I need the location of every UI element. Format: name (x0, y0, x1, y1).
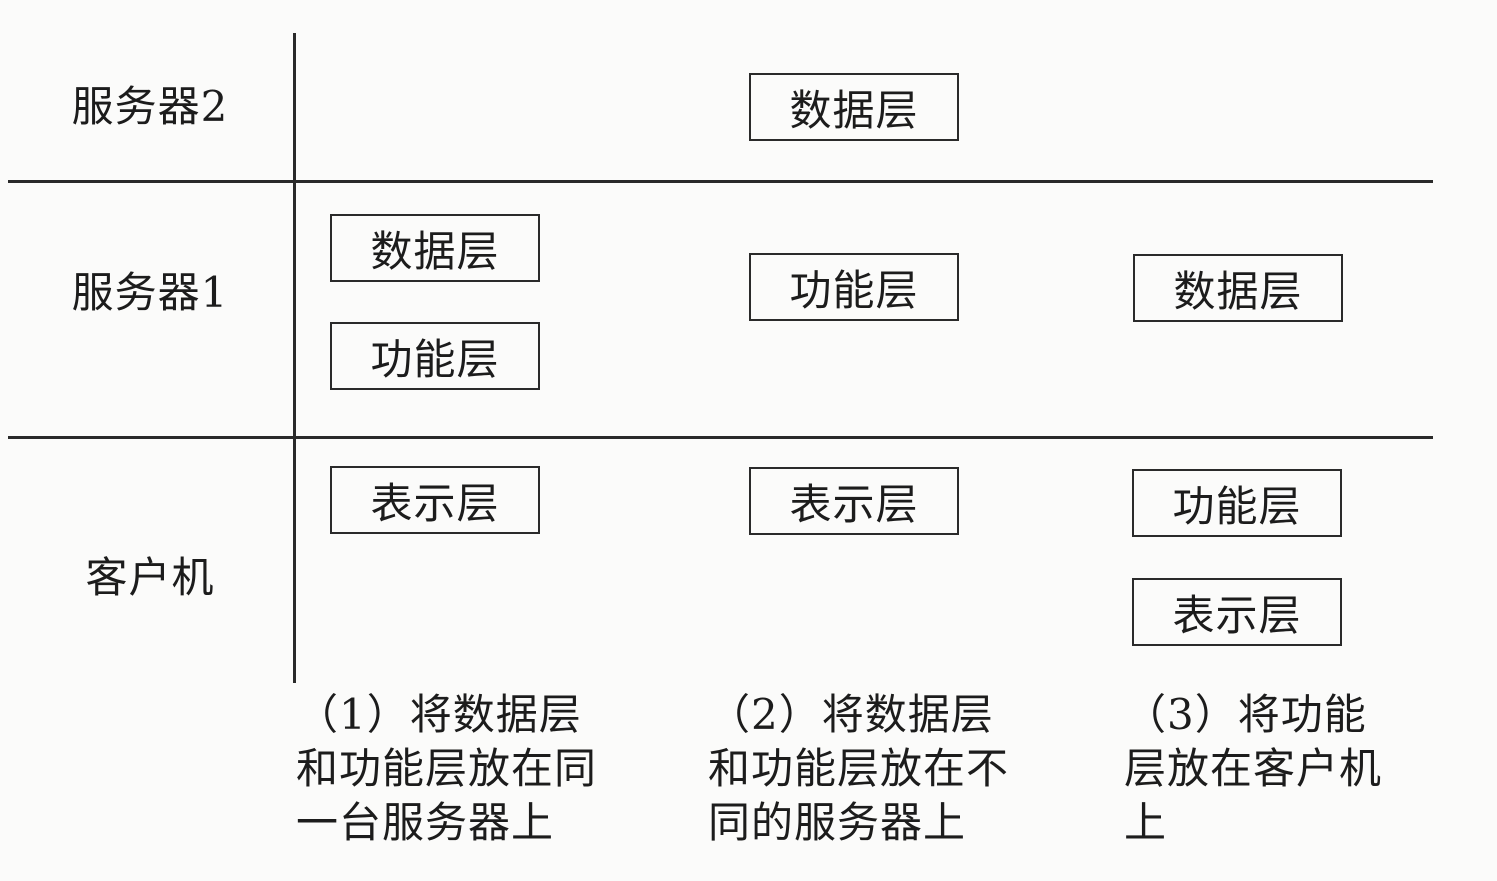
col1-server1-data-layer: 数据层 (330, 214, 540, 282)
divider-server1-client (8, 436, 1433, 439)
col2-server2-data-layer: 数据层 (749, 73, 959, 141)
caption-col1: （1）将数据层 和功能层放在同 一台服务器上 (296, 688, 597, 850)
col2-server1-function-layer: 功能层 (749, 253, 959, 321)
caption-col3-line1: （3）将功能 (1124, 690, 1367, 739)
col3-client-presentation-layer: 表示层 (1132, 578, 1342, 646)
row-label-client: 客户机 (85, 553, 215, 602)
col3-client-function-layer: 功能层 (1132, 469, 1342, 537)
caption-col3-line3: 上 (1124, 798, 1168, 847)
divider-server2-server1 (8, 180, 1433, 183)
vertical-divider (293, 33, 296, 683)
caption-col1-line3: 一台服务器上 (296, 798, 555, 847)
caption-col1-line2: 和功能层放在同 (296, 744, 598, 793)
col1-server1-function-layer: 功能层 (330, 322, 540, 390)
col2-client-presentation-layer: 表示层 (749, 467, 959, 535)
caption-col1-line1: （1）将数据层 (296, 690, 582, 739)
row-label-server1: 服务器1 (71, 268, 229, 317)
caption-col2: （2）将数据层 和功能层放在不 同的服务器上 (708, 688, 1009, 850)
caption-col3: （3）将功能 层放在客户机 上 (1124, 688, 1382, 850)
caption-col2-line2: 和功能层放在不 (708, 744, 1010, 793)
caption-col3-line2: 层放在客户机 (1124, 744, 1383, 793)
col1-client-presentation-layer: 表示层 (330, 466, 540, 534)
caption-col2-line3: 同的服务器上 (708, 798, 967, 847)
caption-col2-line1: （2）将数据层 (708, 690, 994, 739)
col3-server1-data-layer: 数据层 (1133, 254, 1343, 322)
row-label-server2: 服务器2 (71, 82, 229, 131)
